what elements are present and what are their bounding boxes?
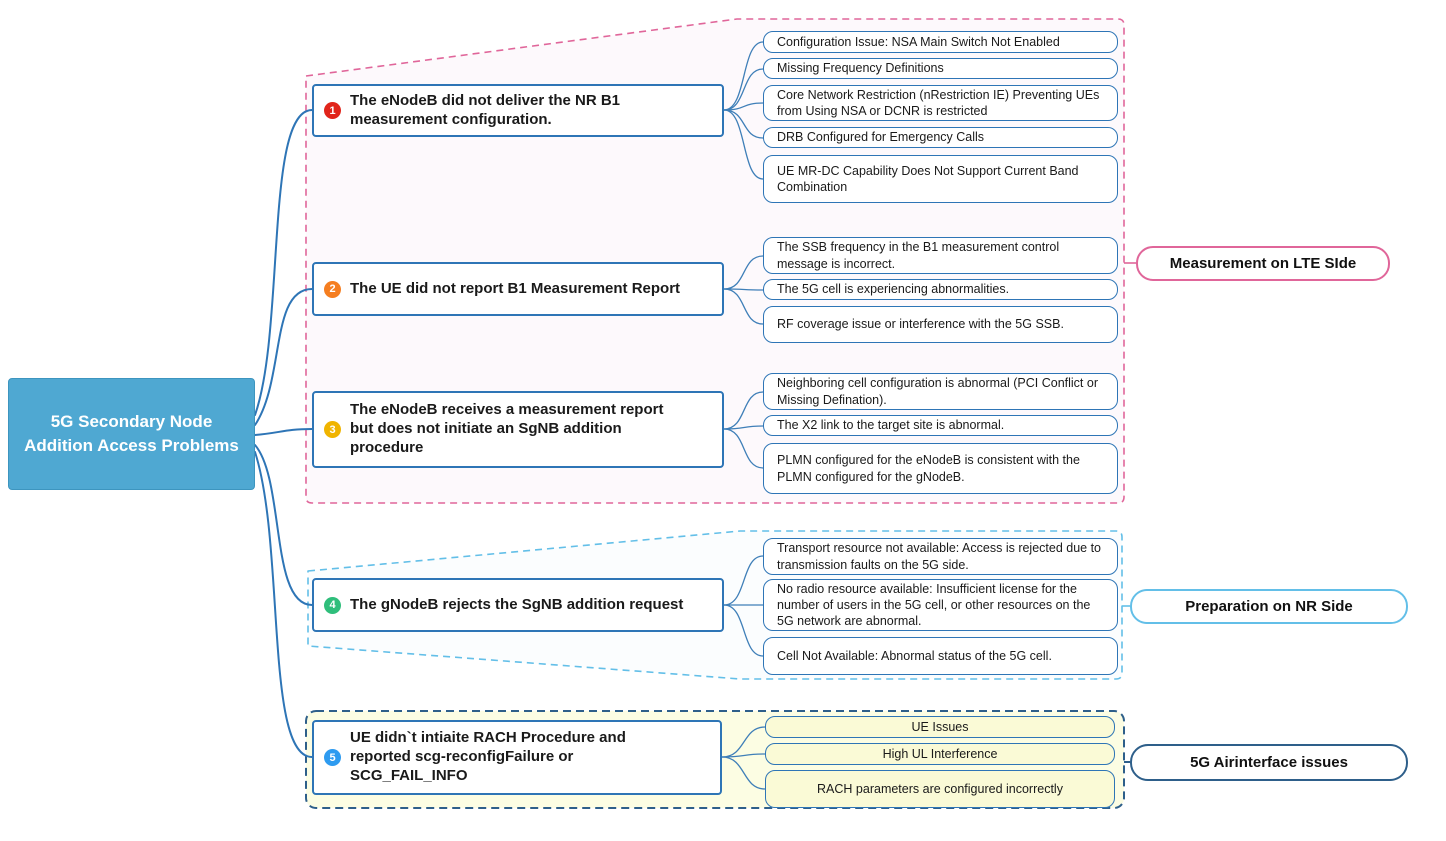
branch-label: The eNodeB did not deliver the NR B1 mea… (350, 91, 621, 128)
leaf-node[interactable]: Core Network Restriction (nRestriction I… (763, 85, 1118, 121)
leaf-node[interactable]: Configuration Issue: NSA Main Switch Not… (763, 31, 1118, 53)
branch-node-2[interactable]: 2 The UE did not report B1 Measurement R… (312, 262, 724, 316)
root-node[interactable]: 5G Secondary Node Addition Access Proble… (8, 378, 255, 490)
branch-number-badge: 1 (324, 102, 341, 119)
leaf-text: UE Issues (911, 719, 969, 734)
leaf-text: RF coverage issue or interference with t… (777, 317, 1064, 332)
leaf-node[interactable]: RF coverage issue or interference with t… (763, 306, 1118, 343)
leaf-text: Cell Not Available: Abnormal status of t… (777, 648, 1052, 663)
leaf-text: High UL Interference (882, 746, 998, 761)
branch-node-5[interactable]: 5 UE didn`t intiaite RACH Procedure and … (312, 720, 722, 795)
leaf-text: RACH parameters are configured incorrect… (817, 781, 1063, 796)
leaf-text: Missing Frequency Definitions (777, 61, 944, 76)
branch-node-3[interactable]: 3 The eNodeB receives a measurement repo… (312, 391, 724, 468)
leaf-text: DRB Configured for Emergency Calls (777, 130, 985, 145)
leaf-text: UE MR-DC Capability Does Not Support Cur… (777, 163, 1079, 194)
leaf-node[interactable]: Missing Frequency Definitions (763, 58, 1118, 79)
branch-number-badge: 2 (324, 280, 341, 298)
leaf-node[interactable]: Cell Not Available: Abnormal status of t… (763, 637, 1118, 675)
leaf-text: The 5G cell is experiencing abnormalitie… (777, 282, 1010, 297)
leaf-node[interactable]: UE Issues (765, 716, 1115, 738)
branch-node-4[interactable]: 4 The gNodeB rejects the SgNB addition r… (312, 578, 724, 632)
group-label-preparation-nr[interactable]: Preparation on NR Side (1130, 589, 1408, 624)
branch-label: The UE did not report B1 Measurement Rep… (350, 279, 681, 297)
branch-label: The gNodeB rejects the SgNB addition req… (350, 595, 684, 613)
leaf-node[interactable]: The X2 link to the target site is abnorm… (763, 415, 1118, 436)
leaf-text: The SSB frequency in the B1 measurement … (777, 240, 1060, 271)
leaf-node[interactable]: PLMN configured for the eNodeB is consis… (763, 443, 1118, 494)
group-label-text: Preparation on NR Side (1185, 598, 1353, 615)
branch-label: UE didn`t intiaite RACH Procedure and re… (350, 729, 626, 784)
side-label-stubs (1122, 262, 1136, 763)
group-label-measurement-lte[interactable]: Measurement on LTE SIde (1136, 246, 1390, 281)
branch-number-badge: 4 (324, 596, 341, 614)
branch-number-badge: 5 (324, 749, 341, 766)
branch-number-badge: 3 (324, 421, 341, 438)
branch-node-1[interactable]: 1 The eNodeB did not deliver the NR B1 m… (312, 84, 724, 137)
leaf-node[interactable]: DRB Configured for Emergency Calls (763, 127, 1118, 148)
leaf-node[interactable]: High UL Interference (765, 743, 1115, 765)
branch-leaf-curves (721, 41, 766, 790)
group-label-text: Measurement on LTE SIde (1169, 255, 1357, 272)
leaf-text: Neighboring cell configuration is abnorm… (777, 376, 1098, 407)
group-label-5g-airinterface[interactable]: 5G Airinterface issues (1130, 744, 1408, 781)
root-title: 5G Secondary Node Addition Access Proble… (24, 412, 239, 455)
leaf-node[interactable]: Transport resource not available: Access… (763, 538, 1118, 575)
leaf-node[interactable]: Neighboring cell configuration is abnorm… (763, 373, 1118, 410)
leaf-text: Core Network Restriction (nRestriction I… (777, 87, 1100, 118)
leaf-text: No radio resource available: Insufficien… (777, 581, 1091, 629)
root-branch-curves (254, 109, 313, 758)
leaf-node[interactable]: No radio resource available: Insufficien… (763, 579, 1118, 631)
leaf-text: PLMN configured for the eNodeB is consis… (777, 453, 1080, 484)
leaf-node[interactable]: UE MR-DC Capability Does Not Support Cur… (763, 155, 1118, 203)
group-label-text: 5G Airinterface issues (1190, 754, 1348, 771)
leaf-node[interactable]: The SSB frequency in the B1 measurement … (763, 237, 1118, 274)
leaf-text: Configuration Issue: NSA Main Switch Not… (777, 34, 1060, 49)
leaf-node[interactable]: The 5G cell is experiencing abnormalitie… (763, 279, 1118, 300)
branch-label: The eNodeB receives a measurement report… (350, 401, 664, 456)
leaf-text: The X2 link to the target site is abnorm… (777, 418, 1005, 433)
leaf-node[interactable]: RACH parameters are configured incorrect… (765, 770, 1115, 808)
leaf-text: Transport resource not available: Access… (777, 541, 1102, 572)
